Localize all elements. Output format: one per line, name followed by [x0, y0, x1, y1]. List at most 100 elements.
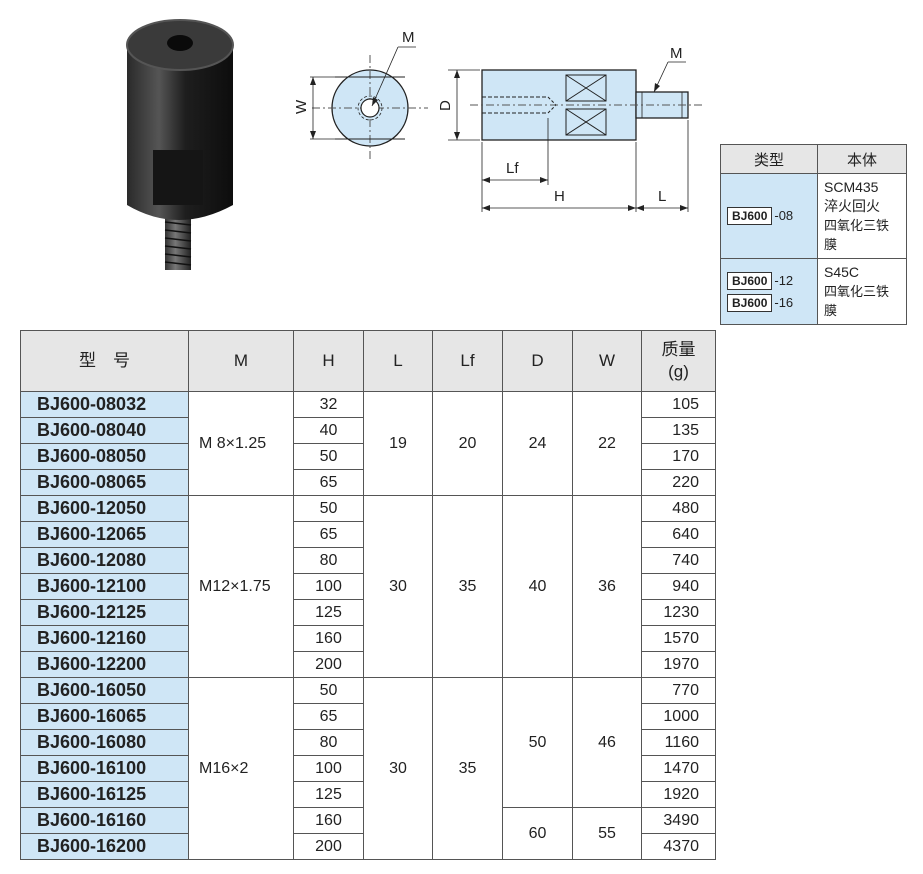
wrench-flat: [153, 150, 203, 205]
w-cell: 36: [572, 495, 642, 678]
lf-cell: 35: [432, 495, 503, 678]
mass-cell: 1970: [641, 651, 716, 678]
w-cell: 55: [572, 807, 642, 860]
part-number-cell: BJ600-12160: [20, 625, 189, 652]
mass-cell: 1920: [641, 781, 716, 808]
type-code: BJ600: [727, 207, 773, 225]
material-line: SCM435: [824, 179, 879, 195]
part-number-cell: BJ600-12100: [20, 573, 189, 600]
l-cell: 30: [363, 495, 433, 678]
part-number-cell: BJ600-12050: [20, 495, 189, 522]
mass-cell: 1570: [641, 625, 716, 652]
mass-header-label: 质量: [661, 340, 696, 359]
type-suffix: -16: [774, 294, 794, 310]
body-cell: S45C 四氧化三铁膜: [817, 258, 907, 325]
h-cell: 65: [293, 469, 364, 496]
material-line: 淬火回火: [824, 198, 880, 214]
part-number-cell: BJ600-12125: [20, 599, 189, 626]
m-header: M: [188, 330, 294, 392]
mass-cell: 220: [641, 469, 716, 496]
part-number-cell: BJ600-08032: [20, 391, 189, 418]
m-cell: M12×1.75: [188, 495, 294, 678]
w-header: W: [572, 330, 642, 392]
h-cell: 125: [293, 781, 364, 808]
m-cell: M 8×1.25: [188, 391, 294, 496]
table-row: BJ600-16065 65 1000: [20, 703, 716, 730]
type-header: 类型: [720, 144, 818, 174]
part-number-cell: BJ600-16160: [20, 807, 189, 834]
table-row: BJ600-12125 125 1230: [20, 599, 716, 626]
h-cell: 65: [293, 521, 364, 548]
table-row: BJ600-16125 125 1920: [20, 781, 716, 808]
h-cell: 200: [293, 651, 364, 678]
lf-cell: 20: [432, 391, 503, 496]
mass-cell: 3490: [641, 807, 716, 834]
lf-header: Lf: [432, 330, 503, 392]
mass-cell: 1000: [641, 703, 716, 730]
mass-cell: 1230: [641, 599, 716, 626]
mass-cell: 1160: [641, 729, 716, 756]
w-label: W: [293, 99, 310, 114]
type-material-table: 类型 本体 BJ600-08 SCM435 淬火回火 四氧化三铁膜 BJ600-…: [720, 144, 907, 325]
h-cell: 100: [293, 573, 364, 600]
part-number-cell: BJ600-08040: [20, 417, 189, 444]
l-cell: 19: [363, 391, 433, 496]
mass-cell: 640: [641, 521, 716, 548]
type-suffix: -08: [774, 208, 794, 223]
d-cell: 50: [502, 677, 573, 808]
mass-cell: 770: [641, 677, 716, 704]
h-cell: 125: [293, 599, 364, 626]
model-header: 型 号: [20, 330, 189, 392]
h-cell: 50: [293, 677, 364, 704]
part-number-cell: BJ600-16125: [20, 781, 189, 808]
mass-cell: 1470: [641, 755, 716, 782]
mass-cell: 135: [641, 417, 716, 444]
body-header: 本体: [817, 144, 907, 174]
front-view-drawing: M W: [293, 29, 428, 160]
m-cell: M16×2: [188, 677, 294, 860]
part-number-cell: BJ600-16100: [20, 755, 189, 782]
w-cell: 46: [572, 677, 642, 808]
part-number-cell: BJ600-16050: [20, 677, 189, 704]
part-number-cell: BJ600-16200: [20, 833, 189, 860]
part-number-cell: BJ600-12200: [20, 651, 189, 678]
mass-header: 质量 (g): [641, 330, 716, 392]
front-m-label: M: [402, 29, 415, 46]
h-cell: 32: [293, 391, 364, 418]
table-row: BJ600-12200 200 1970: [20, 651, 716, 678]
part-number-cell: BJ600-12080: [20, 547, 189, 574]
mass-cell: 740: [641, 547, 716, 574]
spec-header-row: 型 号 M H L Lf D W 质量 (g): [20, 330, 716, 392]
mass-cell: 105: [641, 391, 716, 418]
part-number-cell: BJ600-16065: [20, 703, 189, 730]
h-cell: 80: [293, 547, 364, 574]
product-photo: [126, 19, 234, 270]
type-cell: BJ600-12 BJ600-16: [720, 258, 818, 325]
h-cell: 200: [293, 833, 364, 860]
side-view-drawing: D Lf H L M: [437, 45, 705, 212]
d-cell: 40: [502, 495, 573, 678]
material-line: S45C: [824, 264, 860, 280]
lf-cell: 35: [432, 677, 503, 860]
h-cell: 100: [293, 755, 364, 782]
h-cell: 80: [293, 729, 364, 756]
h-label: H: [554, 188, 565, 205]
mass-header-unit: (g): [668, 362, 689, 381]
h-cell: 65: [293, 703, 364, 730]
table-row: BJ600-12080 80 740: [20, 547, 716, 574]
side-m-label: M: [670, 45, 683, 62]
w-cell: 22: [572, 391, 642, 496]
h-cell: 50: [293, 443, 364, 470]
threaded-hole: [167, 35, 193, 51]
type-suffix: -12: [774, 272, 794, 288]
h-cell: 160: [293, 625, 364, 652]
